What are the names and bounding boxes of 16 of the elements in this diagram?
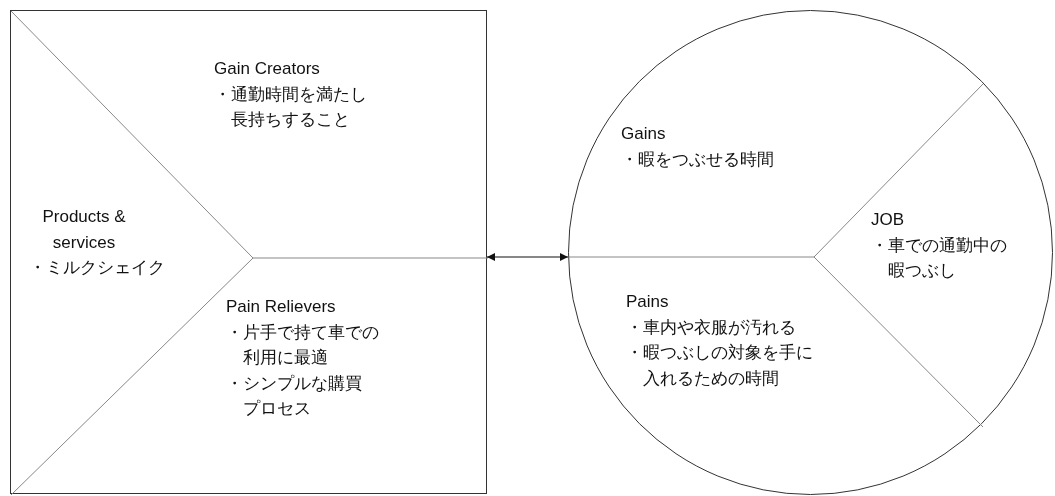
double-arrow [486,252,569,262]
bullet-item: ・車での通勤中の暇つぶし [871,234,1008,282]
bullet-item: ・暇をつぶせる時間 [621,148,775,171]
section-heading: Pain Relievers [226,296,337,318]
section-heading: Pains [626,291,670,313]
section-heading: Gain Creators [214,58,321,80]
section-heading: JOB [871,209,906,231]
value-map-square [10,10,487,494]
bullet-item: ・暇つぶしの対象を手に入れるための時間 [626,342,814,390]
section-heading: Products & services [41,206,127,254]
bullet-item: ・通勤時間を満たし長持ちすること [214,83,368,131]
bullet-item: ・シンプルな購買プロセス [226,372,363,420]
section-heading: Gains [621,123,667,145]
bullet-item: ・車内や衣服が汚れる [626,316,797,339]
bullet-item: ・ミルクシェイク [29,257,166,279]
bullet-item: ・片手で持て車での利用に最適 [226,321,380,369]
